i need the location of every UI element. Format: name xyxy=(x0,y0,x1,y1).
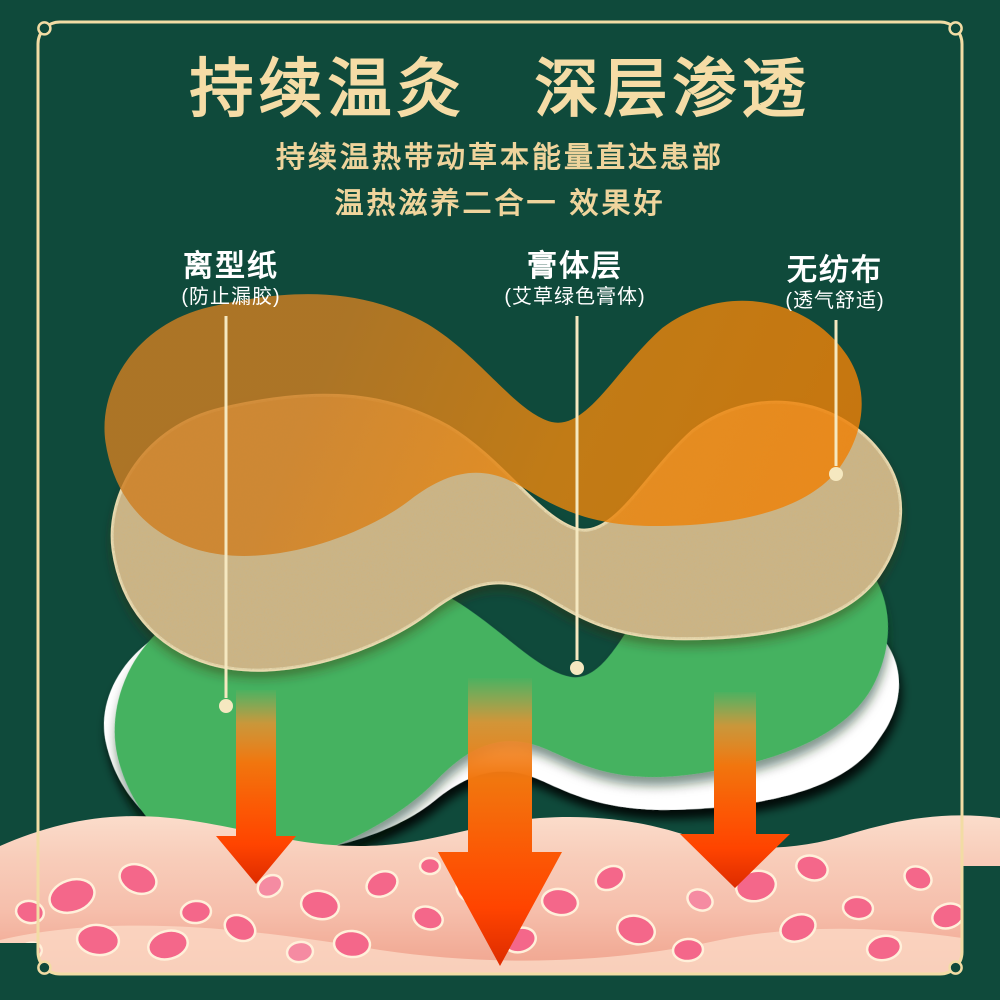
label-non-woven: 无纺布 (透气舒适) xyxy=(725,254,945,314)
label-paste-layer-name: 膏体层 xyxy=(527,250,623,283)
leader-lines xyxy=(219,316,843,713)
arrow-right xyxy=(680,692,790,888)
gold-frame xyxy=(36,20,964,976)
frame-outside-covers xyxy=(0,866,1000,1000)
label-paste-layer: 膏体层 (艾草绿色膏体) xyxy=(465,250,685,310)
arrow-left xyxy=(216,690,296,884)
arrow-middle xyxy=(438,678,562,966)
page-title: 持续温灸 深层渗透 xyxy=(189,54,811,125)
subtitle-line1: 持续温热带动草本能量直达患部 xyxy=(275,142,724,174)
leader-paste-layer xyxy=(570,316,584,675)
leader-non-woven xyxy=(829,320,843,481)
label-non-woven-note: (透气舒适) xyxy=(785,290,885,312)
label-paste-layer-note: (艾草绿色膏体) xyxy=(504,286,646,308)
subtitle-line2: 温热滋养二合一 效果好 xyxy=(334,188,666,220)
penetration-arrows xyxy=(216,678,790,966)
label-release-paper: 离型纸 (防止漏胶) xyxy=(121,250,341,310)
frame-corner-beads xyxy=(37,21,963,975)
label-release-paper-note: (防止漏胶) xyxy=(181,286,281,308)
label-non-woven-name: 无纺布 xyxy=(787,254,883,287)
leader-release-paper xyxy=(219,316,233,713)
label-release-paper-name: 离型纸 xyxy=(183,250,279,283)
